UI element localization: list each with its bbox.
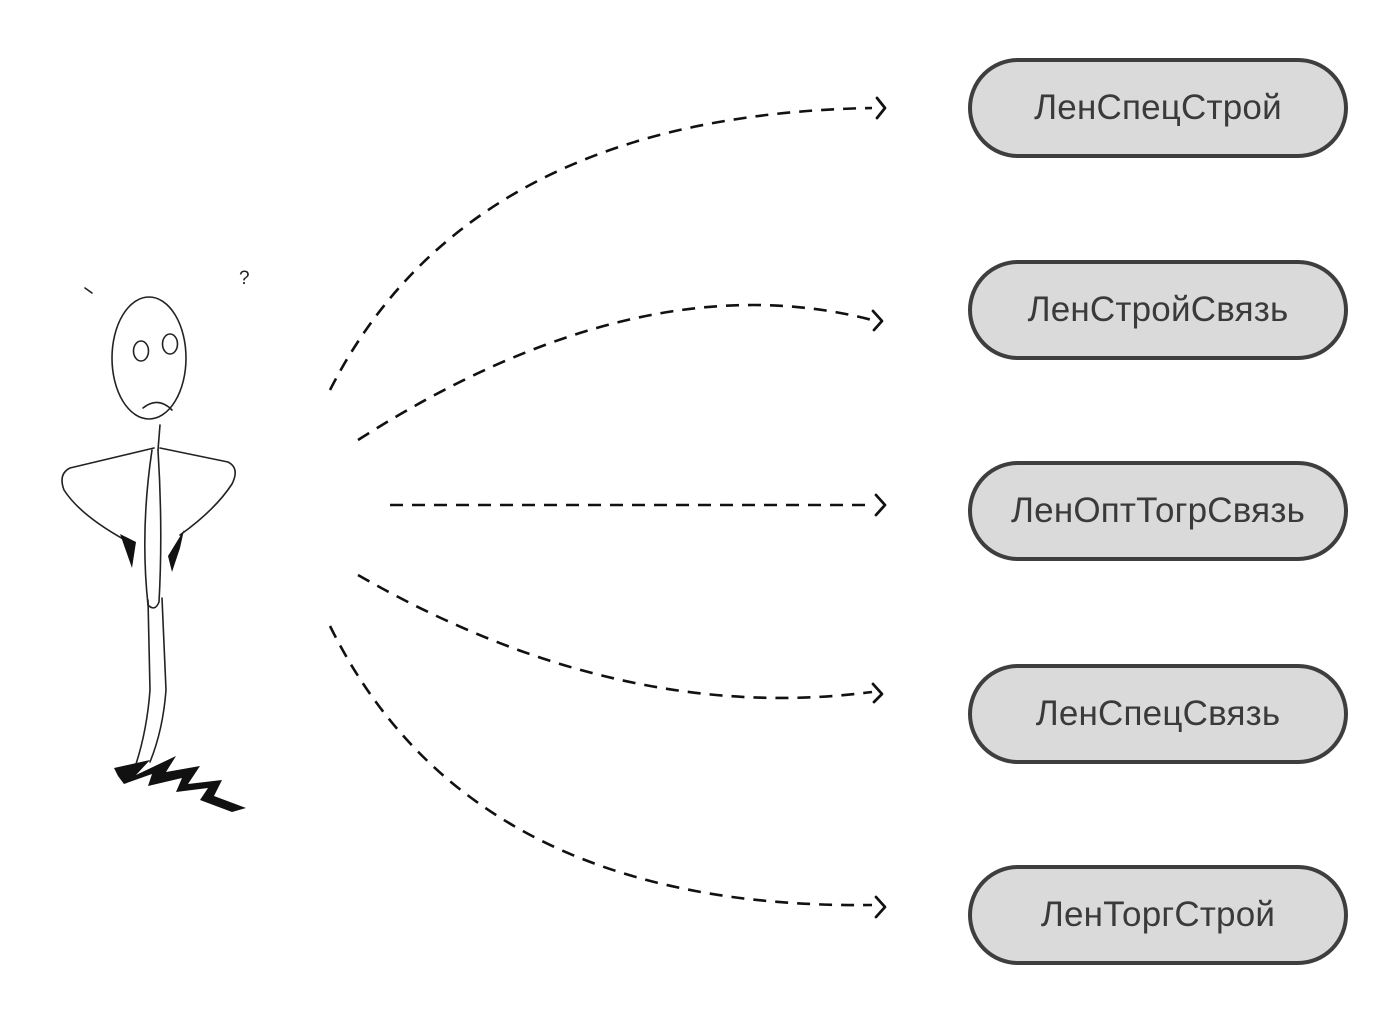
question-mark: ? xyxy=(239,268,250,289)
figure-neck xyxy=(157,424,161,451)
arrow-to-company-2 xyxy=(357,303,873,442)
company-pill-lenspecsvyaz[interactable]: ЛенСпецСвязь xyxy=(968,664,1348,764)
figure-arms xyxy=(61,447,236,541)
figure-head xyxy=(111,296,187,420)
arrowhead-3 xyxy=(874,493,887,517)
company-pill-lenspecstroy[interactable]: ЛенСпецСтрой xyxy=(968,58,1348,158)
figure-legs xyxy=(135,597,167,765)
confused-person-figure xyxy=(61,287,236,765)
arrowheads xyxy=(871,96,887,919)
figure-mouth xyxy=(142,401,173,411)
company-pill-lenstroysvyaz[interactable]: ЛенСтройСвязь xyxy=(968,260,1348,360)
figure-right-hand xyxy=(168,530,184,572)
arrow-to-company-4 xyxy=(357,573,873,700)
company-pill-lentorgstroy[interactable]: ЛенТоргСтрой xyxy=(968,865,1348,965)
arrowhead-5 xyxy=(874,895,887,919)
arrow-to-company-5 xyxy=(328,625,873,907)
figure-feet-scribble xyxy=(114,756,246,812)
arrowhead-4 xyxy=(871,682,884,704)
figure-left-eye xyxy=(132,340,150,362)
arrow-to-company-1 xyxy=(328,106,873,391)
figure-torso xyxy=(144,449,162,609)
figure-left-hand xyxy=(120,534,136,568)
arrowhead-1 xyxy=(875,96,887,120)
figure-right-eye xyxy=(161,333,179,355)
company-pill-lenopttogrsvyaz[interactable]: ЛенОптТогрСвязь xyxy=(968,461,1348,561)
connector-arrows xyxy=(328,106,873,907)
stray-mark xyxy=(84,287,93,294)
arrowhead-2 xyxy=(871,309,884,332)
